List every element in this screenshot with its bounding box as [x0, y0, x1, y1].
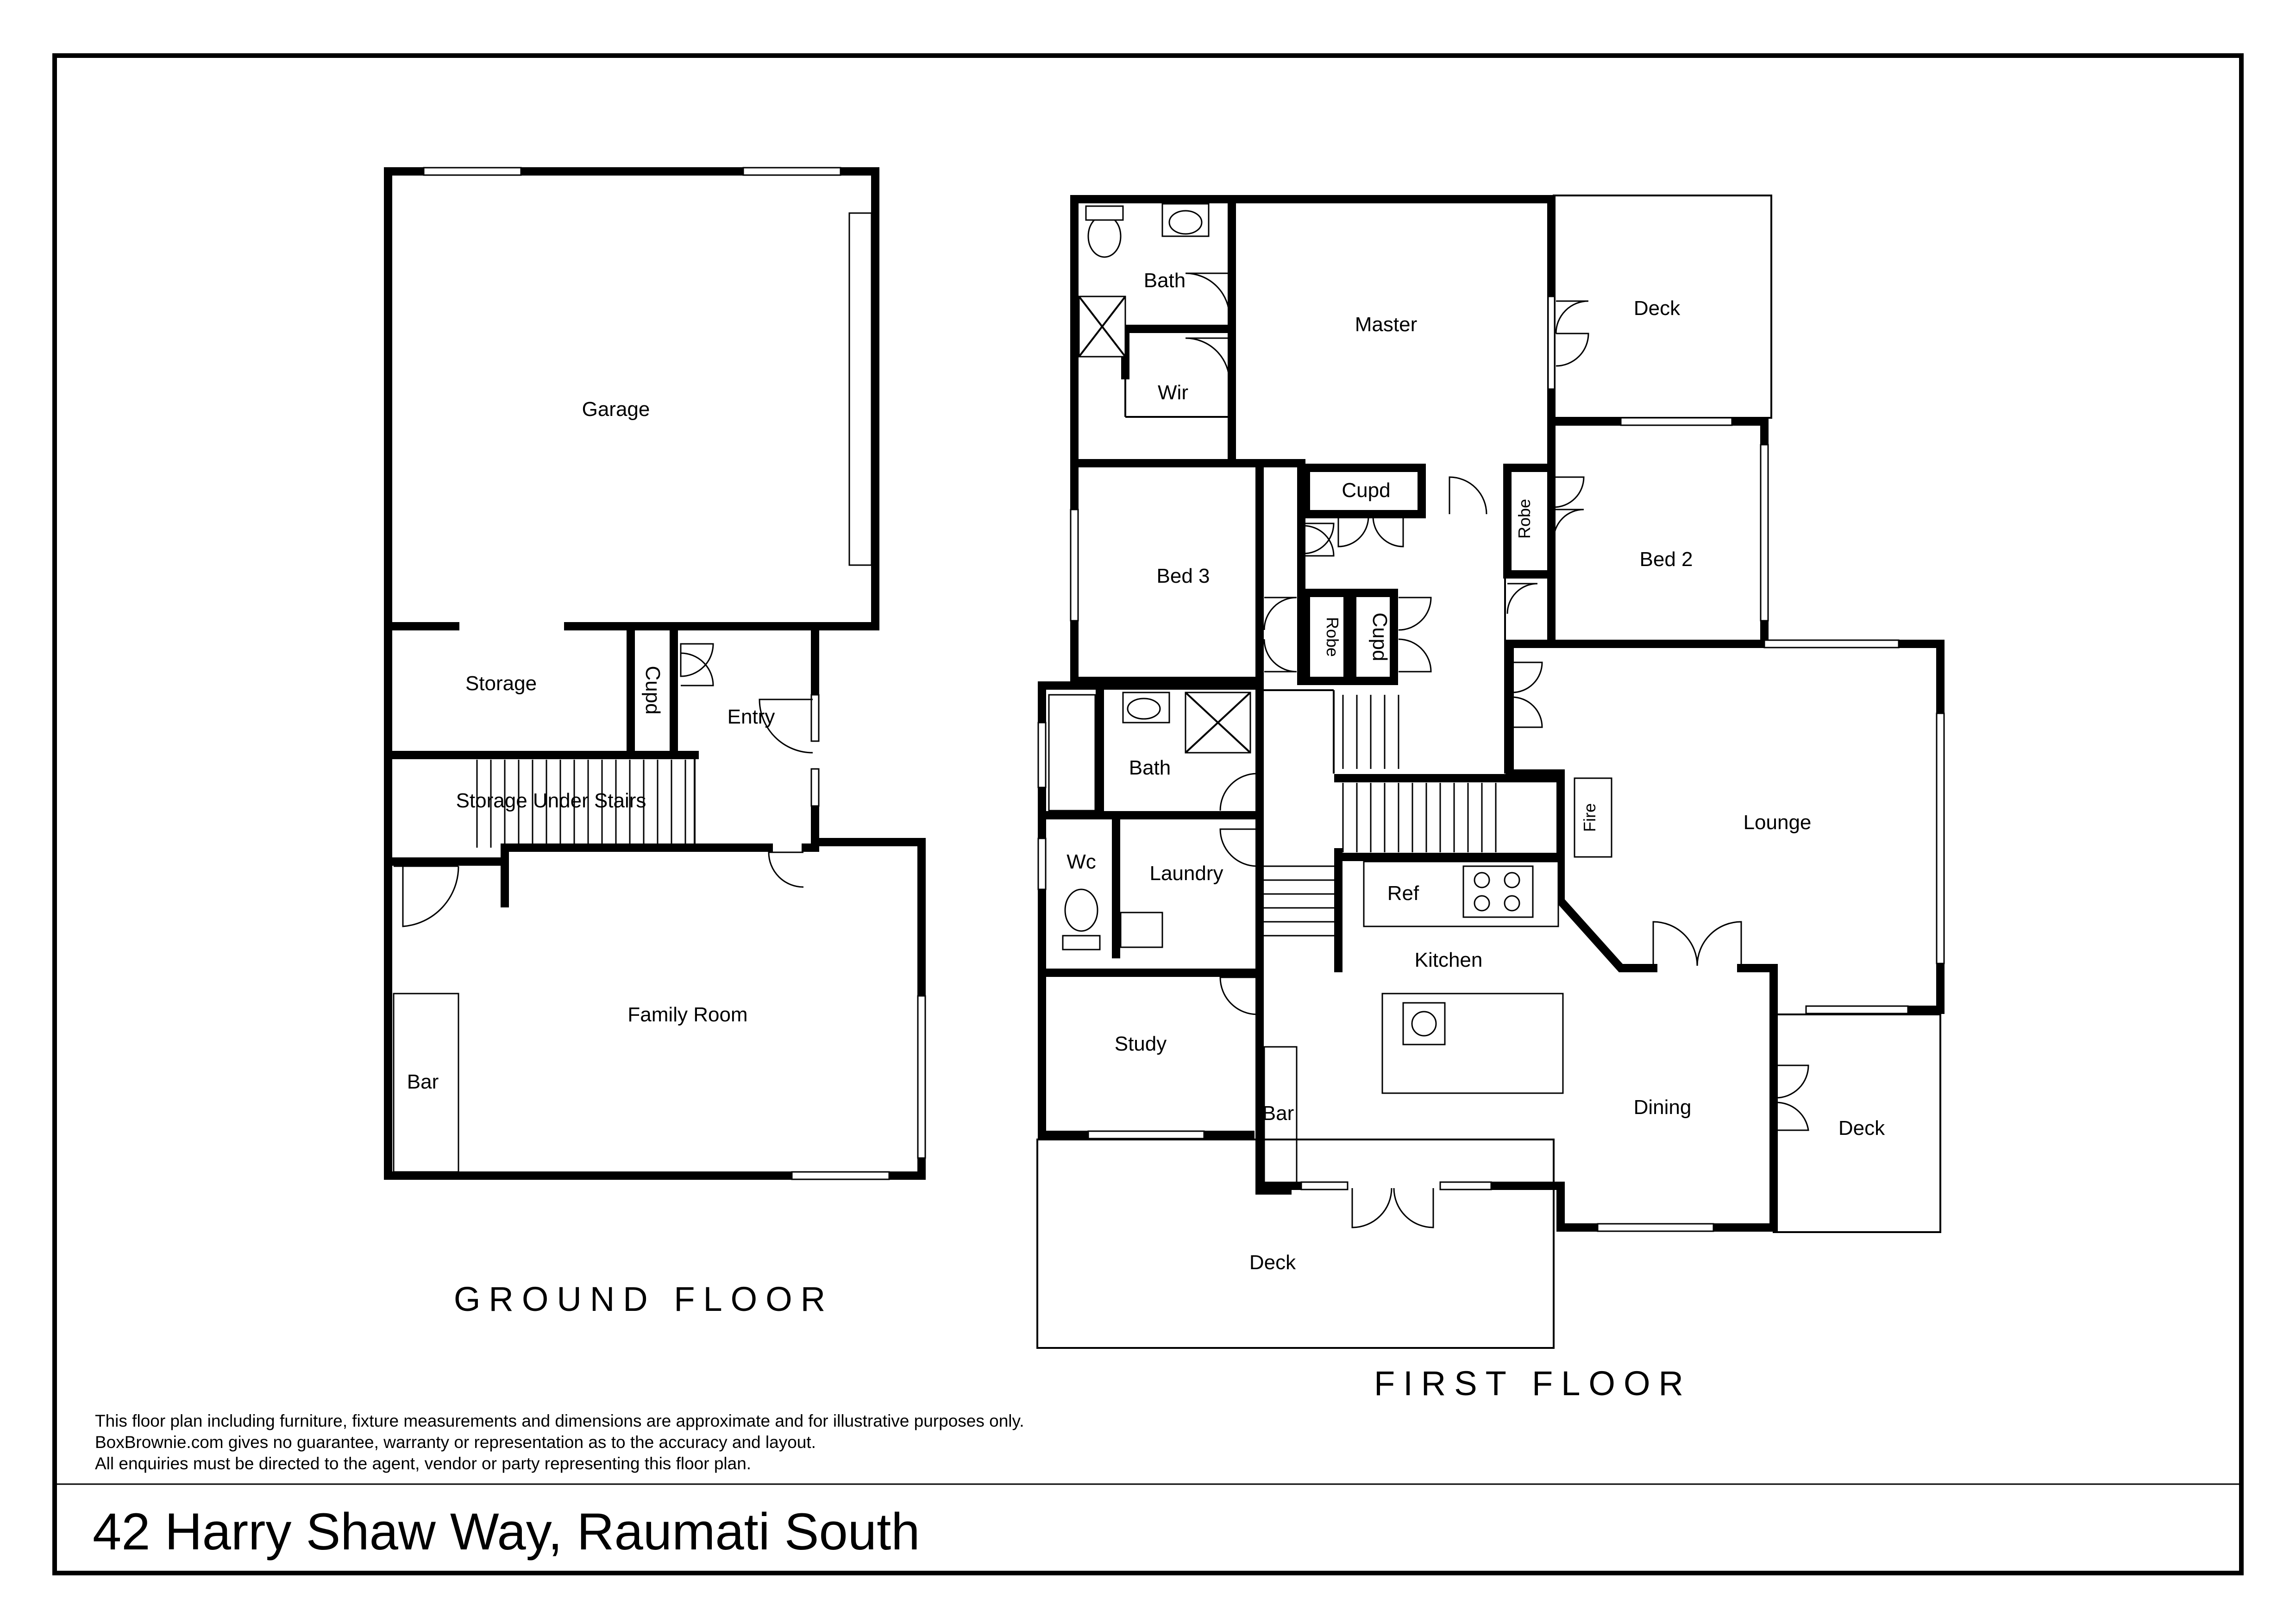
deck-right-label: Deck [1838, 1117, 1885, 1139]
first-labels: Bath Master Deck Wir Cupd Robe Bed 2 Bed… [1066, 269, 1885, 1403]
first-floor-title: FIRST FLOOR [1374, 1364, 1692, 1403]
garage-label: Garage [582, 398, 650, 421]
first-floor-plan [1036, 195, 1945, 1349]
laundry-label: Laundry [1149, 862, 1223, 885]
ground-floor-plan [384, 167, 926, 1180]
entry-label: Entry [728, 705, 775, 728]
cupd-top-label: Cupd [1342, 479, 1390, 502]
ref-label: Ref [1387, 882, 1419, 905]
disclaimer-line-2: BoxBrownie.com gives no guarantee, warra… [95, 1433, 816, 1452]
bath-top-label: Bath [1144, 269, 1186, 292]
wir-label: Wir [1158, 381, 1188, 404]
bed-2-label: Bed 2 [1640, 548, 1693, 571]
bed-3-label: Bed 3 [1157, 565, 1210, 587]
disclaimer-line-1: This floor plan including furniture, fix… [95, 1411, 1024, 1430]
disclaimer-line-3: All enquiries must be directed to the ag… [95, 1454, 751, 1473]
bar-label: Bar [407, 1070, 439, 1093]
ground-stairs [476, 760, 686, 848]
family-room-label: Family Room [627, 1003, 747, 1026]
bar-first-label: Bar [1262, 1102, 1294, 1125]
storage-under-stairs-label: Storage Under Stairs [456, 789, 646, 812]
property-address: 42 Harry Shaw Way, Raumati South [93, 1503, 920, 1561]
bath-mid-label: Bath [1129, 756, 1171, 779]
disclaimer: This floor plan including furniture, fix… [95, 1411, 1024, 1473]
kitchen-label: Kitchen [1415, 949, 1483, 971]
fire-label: Fire [1580, 803, 1599, 832]
study-label: Study [1115, 1032, 1167, 1055]
robe-right-label: Robe [1515, 499, 1534, 539]
deck-bottom-label: Deck [1249, 1251, 1296, 1274]
storage-label: Storage [465, 672, 537, 695]
lounge-label: Lounge [1744, 811, 1812, 834]
cupd-label: Cupd [641, 666, 664, 714]
robe-left-label: Robe [1323, 617, 1342, 657]
ground-labels: Garage Storage Cupd Entry Storage Under … [407, 398, 834, 1318]
first-stairs [1260, 695, 1497, 937]
page-frame [52, 53, 2244, 1575]
cupd-small-label: Cupd [1368, 612, 1391, 661]
master-label: Master [1355, 313, 1417, 336]
deck-top-label: Deck [1634, 297, 1681, 320]
ground-floor-title: GROUND FLOOR [454, 1280, 834, 1318]
dining-label: Dining [1634, 1096, 1692, 1119]
wc-label: Wc [1066, 850, 1096, 873]
